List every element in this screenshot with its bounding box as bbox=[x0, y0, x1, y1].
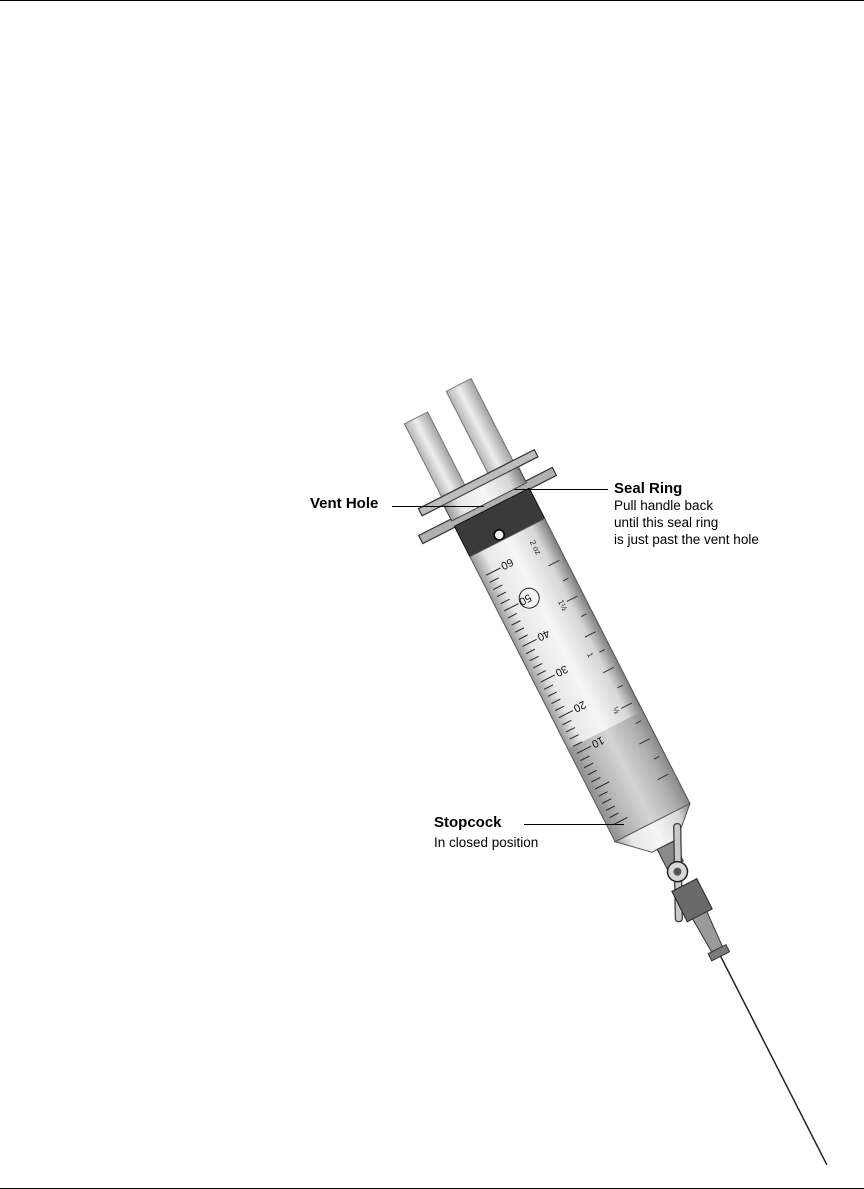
stopcock-leader bbox=[524, 824, 624, 825]
needle bbox=[721, 956, 827, 1164]
seal-ring-line-3: is just past the vent hole bbox=[614, 531, 759, 548]
needle-hub bbox=[693, 912, 725, 953]
vent-hole-title: Vent Hole bbox=[310, 495, 378, 512]
seal-ring-label: Seal Ring Pull handle back until this se… bbox=[614, 480, 759, 548]
vent-hole-label: Vent Hole bbox=[310, 495, 378, 512]
stopcock-label: Stopcock In closed position bbox=[434, 814, 538, 851]
seal-ring-leader bbox=[514, 489, 608, 490]
seal-ring-title: Seal Ring bbox=[614, 480, 759, 497]
seal-ring-line-1: Pull handle back bbox=[614, 497, 759, 514]
stopcock-line-1: In closed position bbox=[434, 834, 538, 851]
stopcock-title: Stopcock bbox=[434, 814, 538, 831]
seal-ring-line-2: until this seal ring bbox=[614, 514, 759, 531]
vent-hole-leader bbox=[392, 506, 484, 507]
